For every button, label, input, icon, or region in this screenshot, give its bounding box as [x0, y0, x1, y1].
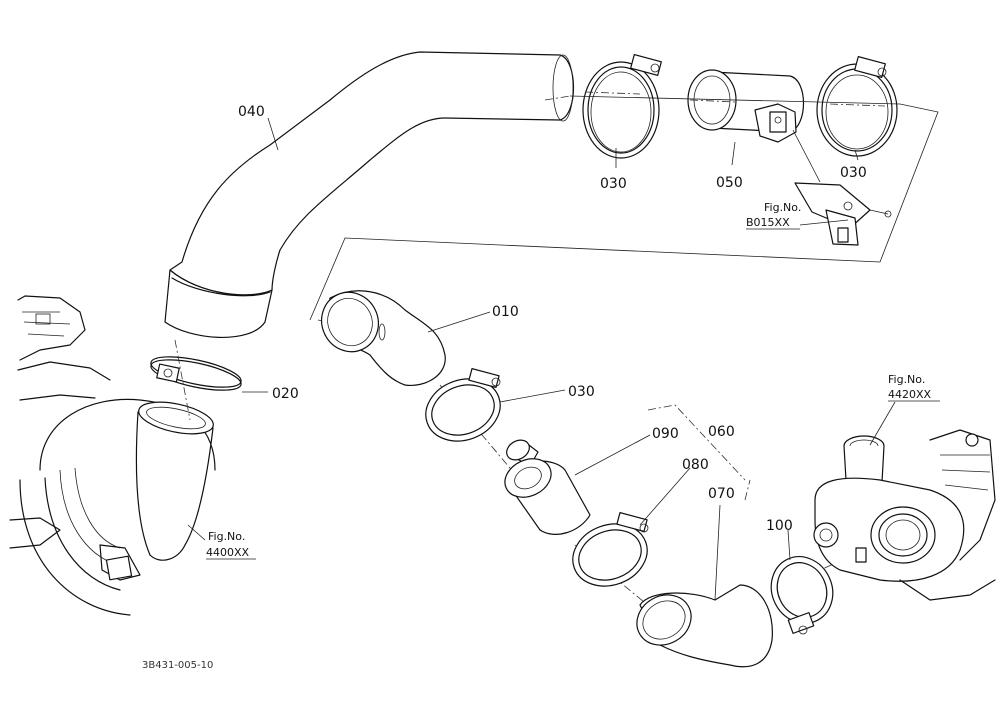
label-030-top-left: 030 — [600, 176, 627, 192]
label-030-top-right: 030 — [840, 165, 867, 181]
leader-lines — [187, 117, 896, 601]
label-050: 050 — [716, 175, 743, 191]
fig-b015-label: Fig.No. — [764, 201, 801, 214]
label-100: 100 — [766, 518, 793, 534]
part-020-clamp[interactable] — [149, 351, 244, 397]
label-010: 010 — [492, 304, 519, 320]
part-090-reducer[interactable] — [499, 436, 591, 535]
part-070-elbow[interactable] — [628, 584, 773, 668]
label-030-middle: 030 — [568, 384, 595, 400]
fig-4420-label: Fig.No. — [888, 373, 925, 386]
label-060: 060 — [708, 424, 735, 440]
part-040-hose[interactable] — [164, 51, 575, 339]
label-020: 020 — [272, 386, 299, 402]
part-030-clamp-middle[interactable] — [417, 367, 509, 452]
fig-4400-number: 4400XX — [206, 546, 250, 559]
part-labels: 040 020 010 030 030 050 030 090 060 080 … — [238, 104, 867, 534]
part-010-elbow[interactable] — [312, 283, 446, 387]
drawing-code: 3B431-005-10 — [142, 660, 213, 671]
part-030-clamp-top-right[interactable] — [816, 56, 898, 157]
label-090: 090 — [652, 426, 679, 442]
part-060-group-bracket — [647, 404, 751, 501]
fig-4400-label: Fig.No. — [208, 530, 245, 543]
sensor-b015 — [794, 182, 892, 246]
label-080: 080 — [682, 457, 709, 473]
label-070: 070 — [708, 486, 735, 502]
fig-ref-4420[interactable]: Fig.No. 4420XX — [888, 373, 940, 402]
part-030-clamp-top-left[interactable] — [582, 54, 662, 159]
part-080-clamp[interactable] — [564, 511, 656, 597]
turbocharger-right — [813, 429, 996, 601]
engine-block-left — [17, 295, 111, 401]
fig-b015-number: B015XX — [746, 216, 790, 229]
label-040: 040 — [238, 104, 265, 120]
compressor-housing-left — [9, 398, 216, 616]
part-100-clamp[interactable] — [760, 547, 843, 635]
fig-ref-4400[interactable]: Fig.No. 4400XX — [206, 530, 256, 560]
fig-4420-number: 4420XX — [888, 388, 932, 401]
fig-ref-b015[interactable]: Fig.No. B015XX — [746, 201, 801, 230]
part-050-sensor-pipe[interactable] — [687, 69, 805, 143]
